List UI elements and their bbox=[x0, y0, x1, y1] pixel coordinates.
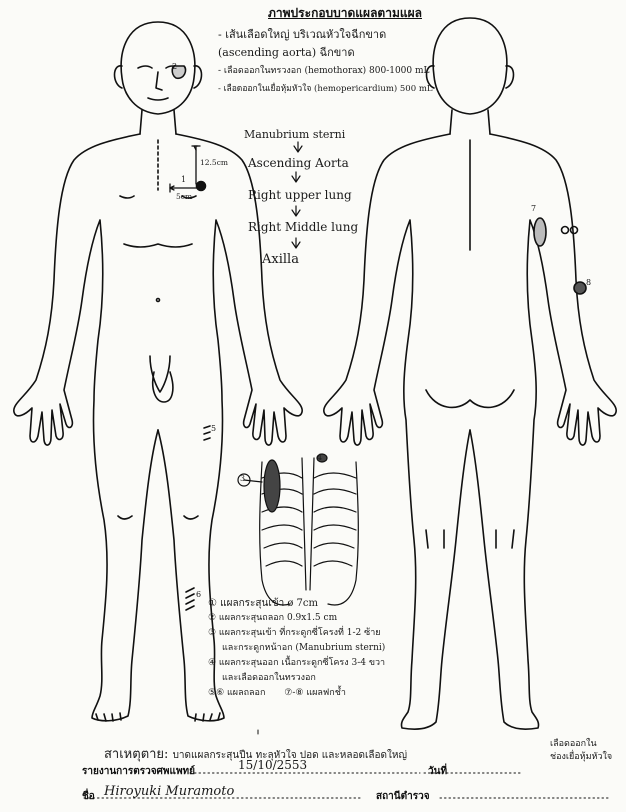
wound-item-7-8: ⑦-⑧ แผลฟกช้ำ bbox=[284, 688, 346, 698]
wound-item-1: ① แผลกระสุนเข้า ø 7cm bbox=[208, 596, 458, 611]
body-mark-6: 6 bbox=[196, 590, 201, 599]
body-mark-1: 1 bbox=[181, 175, 186, 184]
path-step-3: Right upper lung bbox=[248, 188, 352, 202]
date-label: วันที่ bbox=[428, 764, 447, 779]
wound-item-2: ② แผลกระสุนถลอก 0.9x1.5 cm bbox=[208, 611, 458, 626]
shin-abrasion-mark bbox=[186, 588, 194, 610]
body-mark-4: 4 bbox=[317, 453, 322, 462]
cause-side-line-2: ช่องเยื่อหุ้มหัวใจ bbox=[550, 751, 612, 764]
measure-horizontal: 5cm bbox=[176, 192, 192, 201]
back-wound-mark-a bbox=[562, 227, 569, 234]
wound-item-4b: และเลือดออกในทรวงอก bbox=[208, 671, 458, 686]
back-wound-7 bbox=[534, 218, 546, 246]
body-mark-3: 3 bbox=[240, 474, 245, 483]
path-step-2: Ascending Aorta bbox=[248, 156, 349, 170]
cause-side-line-1: เลือดออกใน bbox=[550, 738, 612, 751]
thigh-abrasion-mark bbox=[204, 426, 210, 440]
findings-block: - เส้นเลือดใหญ่ บริเวณหัวใจฉีกขาด (ascen… bbox=[218, 26, 468, 98]
wound-item-3b: และกระดูกหน้าอก (Manubrium sterni) bbox=[208, 641, 458, 656]
path-step-1: Manubrium sterni bbox=[244, 128, 345, 141]
findings-line-3: - เลือดออกในทรวงอก (hemothorax) 800-1000… bbox=[218, 62, 468, 80]
cause-of-death-label: สาเหตุตาย: bbox=[104, 747, 168, 762]
doctor-report-label: รายงานการตรวจศพแพทย์ bbox=[82, 764, 195, 779]
back-wound-8 bbox=[574, 282, 586, 294]
page-title: ภาพประกอบบาดแผลตามแผล bbox=[268, 4, 422, 23]
cause-side-note: เลือดออกใน ช่องเยื่อหุ้มหัวใจ bbox=[550, 738, 612, 764]
body-mark-5: 5 bbox=[211, 424, 216, 433]
station-label: สถานีตำรวจ bbox=[376, 789, 430, 804]
front-measure-lines bbox=[170, 146, 200, 192]
findings-line-4: - เลือดออกในเยื่อหุ้มหัวใจ (hemopericard… bbox=[218, 80, 468, 98]
body-mark-8: 8 bbox=[586, 278, 591, 287]
body-mark-7: 7 bbox=[531, 204, 536, 213]
findings-line-2: (ascending aorta) ฉีกขาด bbox=[218, 44, 468, 62]
name-label: ชื่อ bbox=[82, 789, 95, 804]
wound-item-5-6: ⑤⑥ แผลถลอก ⑦-⑧ แผลฟกช้ำ bbox=[208, 686, 458, 701]
wound-item-3: ③ แผลกระสุนเข้า ที่กระดูกซี่โครงที่ 1-2 … bbox=[208, 626, 458, 641]
date-value: 15/10/2553 bbox=[238, 758, 307, 772]
entry-wound-mark bbox=[197, 182, 206, 191]
wound-item-4: ④ แผลกระสุนออก เนื้อกระดูกซี่โครง 3-4 ขว… bbox=[208, 656, 458, 671]
wound-legend: ① แผลกระสุนเข้า ø 7cm ② แผลกระสุนถลอก 0.… bbox=[208, 596, 458, 701]
name-value: Hiroyuki Muramoto bbox=[104, 784, 234, 799]
wound-item-5: ⑤⑥ แผลถลอก bbox=[208, 688, 265, 698]
back-wound-mark-b bbox=[571, 227, 578, 234]
measure-vertical: 12.5cm bbox=[200, 158, 228, 167]
findings-line-1: - เส้นเลือดใหญ่ บริเวณหัวใจฉีกขาด bbox=[218, 26, 468, 44]
body-mark-2: 2 bbox=[172, 62, 177, 71]
ribcage-sketch bbox=[238, 454, 358, 605]
path-step-5: Axilla bbox=[262, 252, 299, 267]
path-step-4: Right Middle lung bbox=[248, 220, 358, 234]
